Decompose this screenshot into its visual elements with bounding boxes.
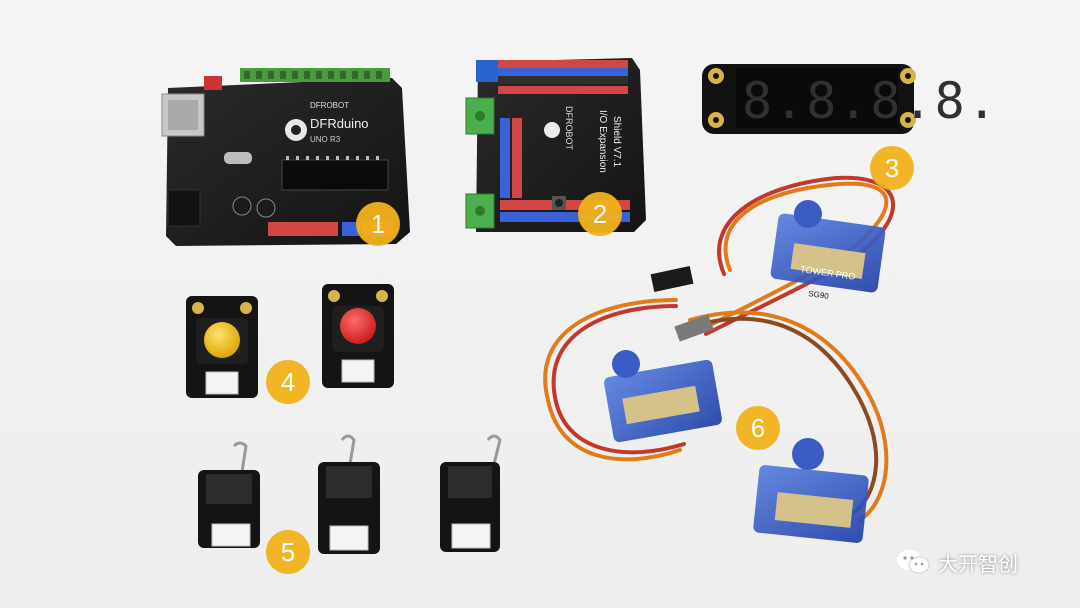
badge-6: 6 (736, 406, 780, 450)
wechat-icon (897, 550, 930, 574)
limit-switch-module-3 (440, 434, 502, 552)
display-digits: 8.8.8.8. (742, 72, 999, 130)
yellow-button-module (186, 296, 258, 398)
board-model-text: DFRduino (310, 116, 369, 131)
servo-model-text: SG90 (808, 289, 830, 301)
badge-5: 5 (266, 530, 310, 574)
limit-switch-module-2 (318, 434, 380, 554)
badge-1: 1 (356, 202, 400, 246)
servo-left (604, 350, 722, 443)
watermark: 大开智创 (896, 544, 1018, 580)
shield-title-text: I/O Expansion (597, 110, 608, 173)
red-button-module (322, 284, 394, 388)
servo-wires (543, 175, 896, 522)
arduino-uno-board: DFROBOT DFRduino UNO R3 (161, 68, 410, 246)
badge-3: 3 (870, 146, 914, 190)
servo-top (770, 200, 886, 293)
shield-brand-text: DFROBOT (564, 106, 574, 151)
servo-bottom (753, 438, 869, 543)
board-brand-text: DFROBOT (310, 101, 349, 110)
servo-connector-1 (650, 266, 694, 292)
board-submodel-text: UNO R3 (310, 135, 341, 144)
limit-switch-module-1 (198, 441, 260, 548)
four-digit-display: 8.8.8.8. (702, 64, 999, 134)
badge-4: 4 (266, 360, 310, 404)
shield-version-text: Shield V7.1 (611, 116, 622, 168)
servo-connector-2 (674, 314, 714, 342)
io-expansion-shield: DFROBOT I/O Expansion Shield V7.1 (465, 58, 646, 232)
badge-2: 2 (578, 192, 622, 236)
watermark-text: 大开智创 (938, 551, 1018, 576)
